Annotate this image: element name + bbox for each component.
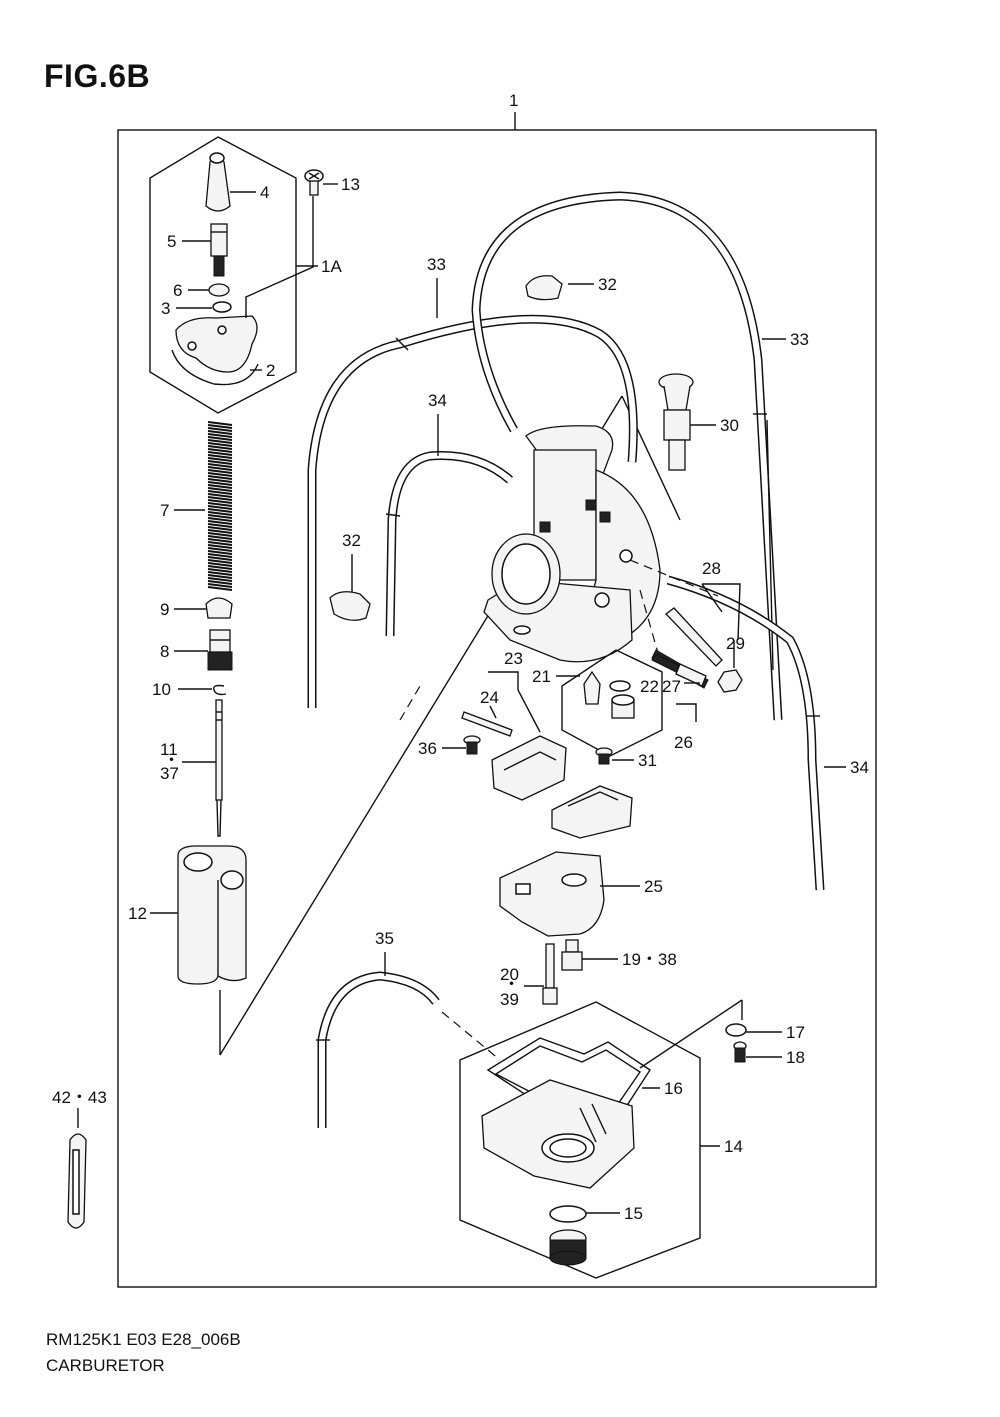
callout-25: 25 — [644, 877, 663, 896]
callout-27: 27 — [662, 677, 681, 696]
spring-coils — [207, 421, 233, 591]
top-cap-group-outline — [149, 136, 297, 414]
part-28-idle-screw — [665, 607, 723, 667]
callout-22: 22 — [640, 677, 659, 696]
part-15-o-ring — [549, 1205, 587, 1223]
part-30-starter-plunger — [658, 373, 694, 471]
callout-37: 37 — [160, 764, 179, 783]
part-14-float-bowl — [481, 1079, 635, 1189]
callout-15: 15 — [624, 1204, 643, 1223]
callout-16: 16 — [664, 1079, 683, 1098]
part-32-clip-top — [525, 275, 563, 301]
callout-9: 9 — [160, 600, 169, 619]
part-23-float-right — [551, 785, 633, 839]
part-25-float-holder — [499, 851, 605, 937]
callout-19-38: 19・38 — [622, 950, 677, 969]
callout-1: 1 — [509, 91, 518, 110]
part-27-pilot-screw — [651, 653, 707, 687]
callout-7: 7 — [160, 501, 169, 520]
callout-28: 28 — [702, 559, 721, 578]
part-35-hose — [316, 971, 440, 1128]
callout-3: 3 — [161, 299, 170, 318]
callout-20: 20 — [500, 965, 519, 984]
callout-30: 30 — [720, 416, 739, 435]
part-10-clip — [213, 684, 227, 696]
callout-34-right: 34 — [850, 758, 869, 777]
part-15-drain-plug — [549, 1229, 587, 1266]
float-bowl-group-outline — [459, 1001, 701, 1279]
part-23-float-left — [491, 735, 567, 801]
callout-36: 36 — [418, 739, 437, 758]
footer-code: RM125K1 E03 E28_006B — [46, 1330, 241, 1349]
figure-title: FIG.6B — [44, 58, 151, 94]
callout-34-mid: 34 — [428, 391, 447, 410]
part-26-valve-seat — [611, 694, 635, 719]
part-9-spring-seat — [205, 597, 233, 619]
callout-23: 23 — [504, 649, 523, 668]
part-2-top-plate — [171, 315, 259, 386]
part-5-adjuster — [210, 223, 228, 277]
callout-21: 21 — [532, 667, 551, 686]
part-33-hose-left — [307, 314, 638, 708]
part-18-screw — [733, 1041, 747, 1063]
callout-39: 39 — [500, 990, 519, 1009]
part-4-cap — [205, 152, 231, 212]
callout-6: 6 — [173, 281, 182, 300]
part-8-needle-holder — [207, 629, 233, 671]
part-17-washer — [725, 1023, 747, 1037]
float-valve-group-outline — [561, 649, 663, 757]
callout-24: 24 — [480, 688, 499, 707]
callout-20-dot: ・ — [503, 975, 520, 994]
part-36-screw — [463, 735, 481, 755]
part-24-float-pin — [461, 711, 513, 737]
callout-2: 2 — [266, 361, 275, 380]
callout-42-43: 42・43 — [52, 1088, 107, 1107]
part-29-nut — [717, 669, 743, 693]
callout-4: 4 — [260, 183, 269, 202]
part-13-screw — [304, 169, 324, 196]
callout-1a: 1A — [321, 257, 342, 276]
callout-12: 12 — [128, 904, 147, 923]
callout-35: 35 — [375, 929, 394, 948]
part-6-nut — [208, 283, 230, 297]
part-3-washer — [212, 301, 232, 313]
callout-11: 11 — [160, 740, 178, 759]
part-19-main-jet — [561, 939, 583, 971]
callout-13: 13 — [341, 175, 360, 194]
part-22-o-ring — [609, 680, 631, 692]
callout-33-right: 33 — [790, 330, 809, 349]
callout-32-left: 32 — [342, 531, 361, 550]
part-20-needle-jet — [542, 943, 558, 1005]
callout-14: 14 — [724, 1137, 743, 1156]
callout-33-left: 33 — [427, 255, 446, 274]
carburetor-body — [483, 425, 661, 663]
callout-18: 18 — [786, 1048, 805, 1067]
assembly-frame — [117, 129, 877, 1288]
part-32-clip-left — [329, 591, 371, 621]
callout-32-top: 32 — [598, 275, 617, 294]
callout-17: 17 — [786, 1023, 805, 1042]
part-12-throttle-valve — [177, 845, 247, 985]
part-11-jet-needle — [215, 699, 223, 837]
part-7-spring — [207, 421, 233, 591]
callout-10: 10 — [152, 680, 171, 699]
part-31-screw — [595, 747, 613, 765]
callout-5: 5 — [167, 232, 176, 251]
part-34-hose-mid — [385, 451, 513, 637]
part-42-43-strap — [67, 1133, 87, 1229]
part-34-hose-right — [666, 575, 825, 891]
footer-name: CARBURETOR — [46, 1356, 165, 1375]
callout-31: 31 — [638, 751, 657, 770]
callout-26: 26 — [674, 733, 693, 752]
part-21-needle-valve — [583, 670, 601, 705]
callout-8: 8 — [160, 642, 169, 661]
callout-29: 29 — [726, 634, 745, 653]
callout-11-dot: ・ — [163, 751, 180, 770]
